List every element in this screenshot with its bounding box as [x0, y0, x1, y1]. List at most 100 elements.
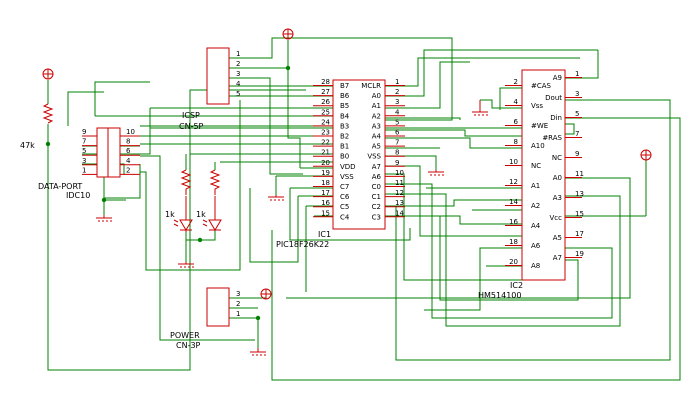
- ic2-pin-number: 1: [575, 70, 579, 78]
- ic2-pin-number: 9: [575, 150, 579, 158]
- ic1-part-label: PIC18F26K22: [276, 240, 329, 249]
- ic1-pin-name: B3: [340, 122, 349, 130]
- ic1-pin-number: 21: [321, 149, 330, 157]
- ic2-pin-number: 2: [514, 78, 518, 86]
- vcc-symbol-ic2: [640, 149, 652, 161]
- ic1-pin-number: 5: [395, 118, 399, 126]
- gnd-symbol-data-port: [96, 215, 112, 222]
- ic2-pin-name: A1: [531, 182, 540, 190]
- ic1-pin-number: 20: [321, 159, 330, 167]
- led2: [202, 196, 222, 231]
- ic2-pin-name: A7: [553, 254, 562, 262]
- ic1-pin-name: B5: [340, 102, 349, 110]
- ic2-pin-name: NC: [552, 154, 562, 162]
- gnd-symbol-ic1-vss: [428, 170, 444, 176]
- ic1-pin-number: 18: [321, 179, 330, 187]
- icsp-pin-4: 4: [236, 80, 241, 88]
- data-port-pin-number: 7: [82, 138, 86, 146]
- ic1-pin-name: B2: [340, 133, 349, 141]
- ic1-pin-number: 11: [395, 179, 404, 187]
- ic1-pin-number: 4: [395, 108, 400, 116]
- ic1-pin-name: A0: [372, 92, 381, 100]
- ic2-pin-name: A6: [531, 242, 541, 250]
- ic2-part-label: HM514100: [478, 291, 521, 300]
- ic1-pin-number: 19: [321, 169, 330, 177]
- led1: [173, 196, 193, 232]
- ic1-pin-number: 3: [395, 98, 399, 106]
- ic1-pin-name: MCLR: [361, 82, 381, 90]
- ic2-ref-label: IC2: [510, 281, 523, 290]
- ic1-pin-name: B7: [340, 82, 349, 90]
- gnd-symbol-ic2-vss: [472, 100, 488, 116]
- power-part-label: CN-3P: [176, 341, 201, 350]
- ic1-pin-number: 22: [321, 139, 330, 147]
- ic1-pin-number: 28: [321, 78, 330, 86]
- pullup-resistor-value: 47k: [20, 141, 35, 150]
- ic2-pin-name: A10: [531, 142, 545, 150]
- ic2-pin-number: 8: [514, 138, 518, 146]
- ic1-pin-name: A6: [372, 173, 382, 181]
- vcc-symbol-power: [260, 288, 272, 300]
- ic1-pin-name: C6: [340, 193, 350, 201]
- ic2-pin-number: 19: [575, 250, 584, 258]
- icsp-pin-1: 1: [236, 50, 240, 58]
- ic2-pin-number: 4: [514, 98, 519, 106]
- ic1-pin-number: 8: [395, 149, 399, 157]
- ic2-pin-number: 7: [575, 130, 579, 138]
- data-port-pin-number: 3: [82, 157, 86, 165]
- data-port-pin-number: 6: [126, 147, 131, 155]
- gnd-symbol-leds: [178, 262, 194, 268]
- ic1-pin-number: 6: [395, 129, 400, 137]
- led1-resistor-value: 1k: [165, 210, 175, 219]
- ic2-pin-name: #CAS: [531, 82, 552, 90]
- ic2-pin-number: 6: [514, 118, 519, 126]
- ic2-pin-number: 14: [509, 198, 518, 206]
- ic2-pin-number: 12: [509, 178, 518, 186]
- ic1-pin-number: 1: [395, 78, 399, 86]
- gnd-symbol-power: [250, 348, 266, 356]
- data-port-ref-label: DATA-PORT: [38, 182, 82, 191]
- ic1-pin-name: C2: [372, 203, 381, 211]
- vcc-symbol-icsp: [282, 28, 294, 40]
- data-port-pin-number: 5: [82, 147, 86, 155]
- ic1-pin-name: C7: [340, 183, 349, 191]
- ic1-ref-label: IC1: [318, 230, 331, 239]
- data-port-pin-number: 9: [82, 128, 86, 136]
- ic2-pin-name: A0: [553, 174, 562, 182]
- ic2-pin-number: 3: [575, 90, 579, 98]
- ic1-pin-name: B0: [340, 153, 349, 161]
- data-port-pin-number: 8: [126, 138, 130, 146]
- ic1-pin-name: C5: [340, 203, 349, 211]
- ic2-pin-name: Vss: [531, 102, 543, 110]
- ic1-right-pins: 1MCLR2A03A14A25A36A47A58VSS9A710A611C012…: [361, 78, 405, 221]
- ic1-pin-name: A1: [372, 102, 381, 110]
- ic1-pin-number: 24: [321, 118, 330, 126]
- ic2-pin-name: Vcc: [550, 214, 563, 222]
- ic1-pin-name: A3: [372, 122, 381, 130]
- data-port-pin-number: 2: [126, 166, 130, 174]
- ic2-pin-name: A4: [531, 222, 541, 230]
- ic2-pin-number: 20: [509, 258, 518, 266]
- led1-resistor: 1k: [165, 169, 192, 219]
- ic2-pin-name: NC: [531, 162, 541, 170]
- ic2-pin-name: A2: [531, 202, 540, 210]
- ic1-pin-number: 12: [395, 189, 404, 197]
- junction-dots: [45, 65, 291, 321]
- ic2-pin-number: 16: [509, 218, 518, 226]
- data-port-part-label: IDC10: [66, 191, 90, 200]
- ic1-pin-number: 10: [395, 169, 404, 177]
- ic1-pin-number: 16: [321, 199, 330, 207]
- power-pin-1: 1: [236, 310, 240, 318]
- led2-resistor: 1k: [196, 169, 221, 219]
- power-pin-3: 3: [236, 290, 240, 298]
- power-ref-label: POWER: [170, 331, 200, 340]
- ic2-pin-name: A9: [553, 74, 562, 82]
- ic1-pin-number: 15: [321, 209, 330, 217]
- ic2-pin-name: #WE: [531, 122, 548, 130]
